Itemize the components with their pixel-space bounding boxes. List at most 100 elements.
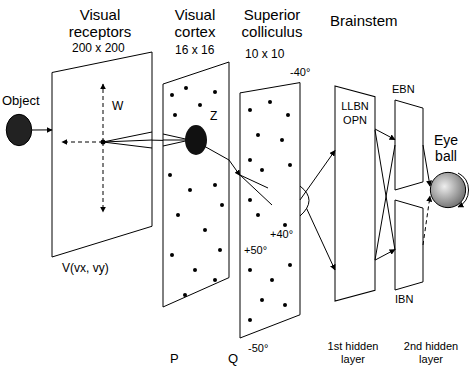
colliculus-layer-shape	[240, 83, 300, 338]
neuron-dot	[193, 268, 197, 272]
weight-line	[240, 175, 268, 188]
ebn-layer-outline	[395, 100, 423, 190]
receptor-layer-outline	[52, 52, 152, 257]
receptor-layer-shape	[52, 52, 152, 257]
connector-arrow	[423, 196, 430, 245]
weight-label: W	[112, 100, 123, 114]
eye-label: Eye ball	[426, 132, 466, 164]
neuron-dot	[198, 103, 202, 107]
neuron-dot	[248, 318, 252, 322]
object-ellipse-outline	[6, 114, 32, 146]
object-ellipse-shape	[6, 114, 31, 145]
axis-arrow	[103, 84, 104, 142]
weight-line	[103, 142, 152, 148]
neuron-dot	[213, 278, 217, 282]
neuron-dot	[170, 253, 174, 257]
layer-title: Visual cortex	[155, 6, 235, 41]
ebn-layer: EBN	[395, 100, 423, 190]
eye-ball-outline	[430, 172, 466, 208]
neuron-dot	[220, 203, 224, 207]
weight-line	[204, 146, 229, 160]
layer-letter: Q	[228, 352, 238, 367]
neuron-dot	[168, 173, 172, 177]
neuron-dot	[213, 90, 217, 94]
layer-size: 10 x 10	[245, 48, 284, 62]
neuron-dot	[248, 198, 252, 202]
connector-arrow	[375, 129, 395, 140]
neuron-label: OPN	[335, 114, 375, 127]
neuron-dot	[188, 188, 192, 192]
ebn-layer-shape	[395, 100, 423, 190]
neuron-dot	[173, 113, 177, 117]
eye-ball-shape	[430, 172, 465, 207]
layer-caption: 1st hidden layer	[318, 340, 388, 365]
colliculus-layer-outline	[240, 80, 300, 338]
neuron-dot	[170, 93, 174, 97]
angle-label: -50°	[248, 342, 268, 355]
layer-title: Visual receptors	[60, 6, 140, 41]
ibn-layer-shape	[395, 200, 423, 290]
neuron-dot	[248, 158, 252, 162]
neuron-dot	[280, 138, 284, 142]
layer-letter: P	[170, 352, 179, 367]
neuron-dot	[268, 100, 272, 104]
cortex-layer-shape	[163, 62, 229, 307]
collicular-bump	[300, 186, 309, 216]
layer-size: 200 x 200	[72, 42, 125, 56]
layer-size: 16 x 16	[175, 44, 214, 58]
vector-label: V(vx, vy)	[62, 262, 109, 276]
connector-arrow	[300, 151, 335, 200]
neuron-dot	[283, 303, 287, 307]
hidden-layer: LLBNOPN	[335, 86, 375, 301]
activity-blob	[185, 125, 207, 155]
object-label: Object	[2, 94, 40, 109]
angle-label: +40°	[270, 228, 293, 241]
angle-label: +50°	[244, 244, 267, 257]
weight-label: Z	[210, 110, 217, 124]
axis-arrow	[103, 142, 104, 212]
neuron-dot	[176, 213, 180, 217]
connector-arrow	[32, 129, 52, 130]
neuron-dot	[288, 263, 292, 267]
projection-line	[375, 130, 395, 250]
axis-arrow	[62, 142, 103, 143]
neuron-dot	[248, 108, 252, 112]
layer-title: Superior colliculus	[232, 6, 312, 41]
neuron-dot	[256, 133, 260, 137]
neuron-label: LLBN	[335, 100, 375, 113]
neuron-dot	[260, 298, 264, 302]
neuron-dot	[270, 278, 274, 282]
angle-label: -40°	[290, 66, 310, 79]
weight-line	[103, 140, 152, 142]
receptor-layer: Visual receptors200 x 200	[52, 52, 152, 257]
neuron-dot	[184, 86, 188, 90]
neuron-dot	[248, 268, 252, 272]
neuron-label: IBN	[395, 293, 413, 306]
neuron-dot	[288, 163, 292, 167]
neuron-dot	[286, 113, 290, 117]
neuron-dot	[256, 213, 260, 217]
neuron-dot	[260, 168, 264, 172]
connector-arrow	[229, 160, 240, 175]
neuron-dot	[213, 183, 217, 187]
center-point	[101, 140, 106, 145]
weight-line	[103, 132, 152, 142]
object-ellipse: Object	[6, 114, 32, 146]
projection-line	[375, 145, 395, 260]
hidden-layer-shape	[335, 86, 375, 301]
connector-arrow	[375, 250, 395, 261]
section-title: Brainstem	[330, 12, 398, 29]
neuron-dot	[283, 223, 287, 227]
ibn-layer: IBN	[395, 200, 423, 290]
connector-arrow	[423, 145, 430, 186]
ibn-layer-outline	[395, 200, 423, 290]
connector-arrow	[152, 140, 163, 141]
eye-ball: Eye ball	[430, 172, 466, 208]
colliculus-layer: Superior colliculus10 x 10	[240, 80, 300, 338]
cortex-layer: Visual cortex16 x 16	[163, 62, 229, 307]
layer-caption: 2nd hidden layer	[395, 340, 467, 365]
projection-arrow	[305, 205, 335, 270]
